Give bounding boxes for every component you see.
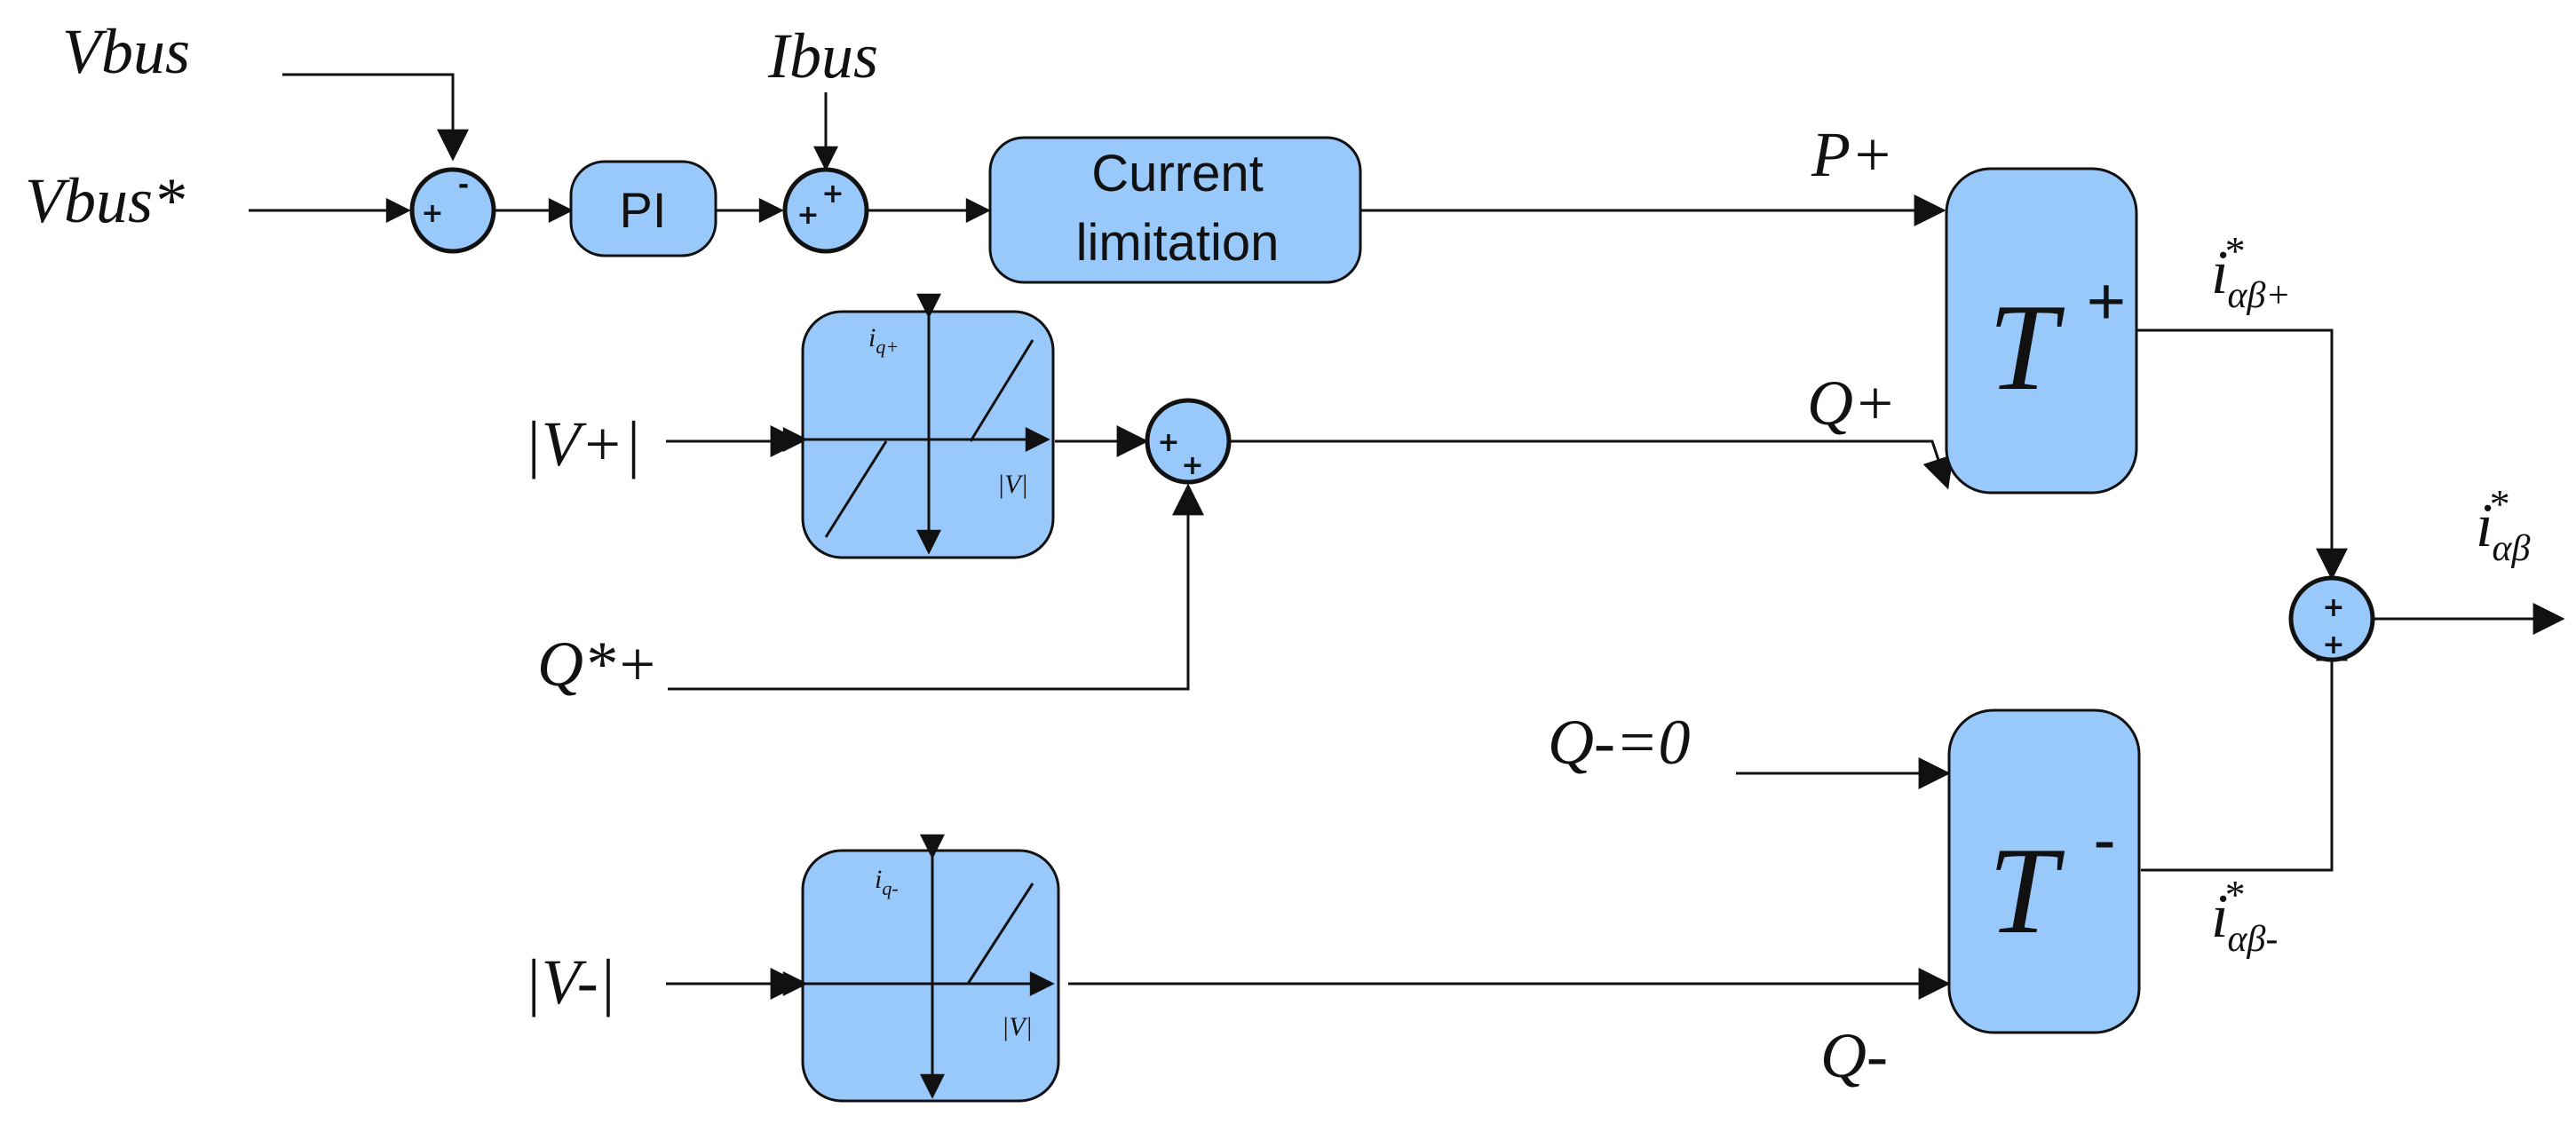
current-limitation-block — [988, 136, 1362, 284]
t-plus-label: T — [1988, 279, 2065, 416]
vbus-ref-label: Vbus* — [25, 165, 185, 236]
p-plus-label: P+ — [1811, 119, 1894, 190]
lower-char-y-label: iq- — [875, 865, 899, 899]
upper-char-y-label: iq+ — [868, 323, 899, 358]
current-limitation-label-line2: limitation — [1076, 214, 1280, 272]
i-ab-minus-label: i*αβ- — [2211, 872, 2278, 960]
sum2-sign-left: + — [797, 200, 819, 231]
ibus-label: Ibus — [767, 20, 878, 91]
q-ref-plus-wire — [668, 483, 1204, 691]
current-limitation-label-line1: Current — [1091, 145, 1263, 202]
v-minus-label: |V-| — [524, 946, 616, 1017]
i-ab-plus-wire — [2137, 328, 2348, 581]
i-ab-minus-wire — [2141, 629, 2348, 872]
t-minus-label: T — [1988, 822, 2065, 960]
lower-char-curve — [966, 883, 1034, 985]
sum2-sign-top: + — [821, 178, 844, 210]
sum3-sign-bottom: + — [1181, 450, 1203, 481]
q-plus-wire — [1231, 439, 1954, 490]
vbus-label: Vbus — [62, 16, 190, 87]
sum1-sign-left: + — [421, 198, 443, 229]
i-ab-plus-label: i*αβ+ — [2211, 228, 2291, 316]
pi-label: PI — [620, 182, 667, 238]
t-plus-superscript: + — [2087, 264, 2126, 339]
q-minus-zero-label: Q-=0 — [1548, 707, 1691, 778]
upper-char-curve-top — [969, 339, 1034, 442]
q-plus-label: Q+ — [1807, 368, 1897, 439]
upper-char-curve-bottom — [824, 440, 888, 538]
i-ab-output-label: i*αβ — [2476, 481, 2530, 569]
sum4-sign-bottom: + — [2322, 629, 2344, 661]
lower-characteristic-block — [801, 849, 1060, 1103]
t-plus-block — [1945, 167, 2138, 495]
sum-junction-1 — [409, 167, 496, 254]
sum3-sign-left: + — [1157, 427, 1179, 458]
t-minus-superscript: - — [2093, 803, 2115, 878]
upper-char-x-label: |V| — [997, 470, 1028, 499]
sum1-sign-top: - — [458, 170, 469, 201]
pi-block — [569, 160, 717, 257]
sum-junction-3 — [1145, 398, 1232, 485]
sum4-sign-top: + — [2322, 592, 2344, 623]
q-minus-label: Q- — [1820, 1020, 1888, 1091]
sum-junction-2 — [782, 167, 869, 254]
v-plus-label: |V+| — [524, 408, 641, 479]
lower-char-x-label: |V| — [1002, 1012, 1033, 1041]
vbus-wire — [282, 73, 469, 162]
sum-junction-4 — [2288, 575, 2375, 662]
q-ref-plus-label: Q*+ — [537, 629, 659, 700]
t-minus-block — [1947, 708, 2141, 1034]
